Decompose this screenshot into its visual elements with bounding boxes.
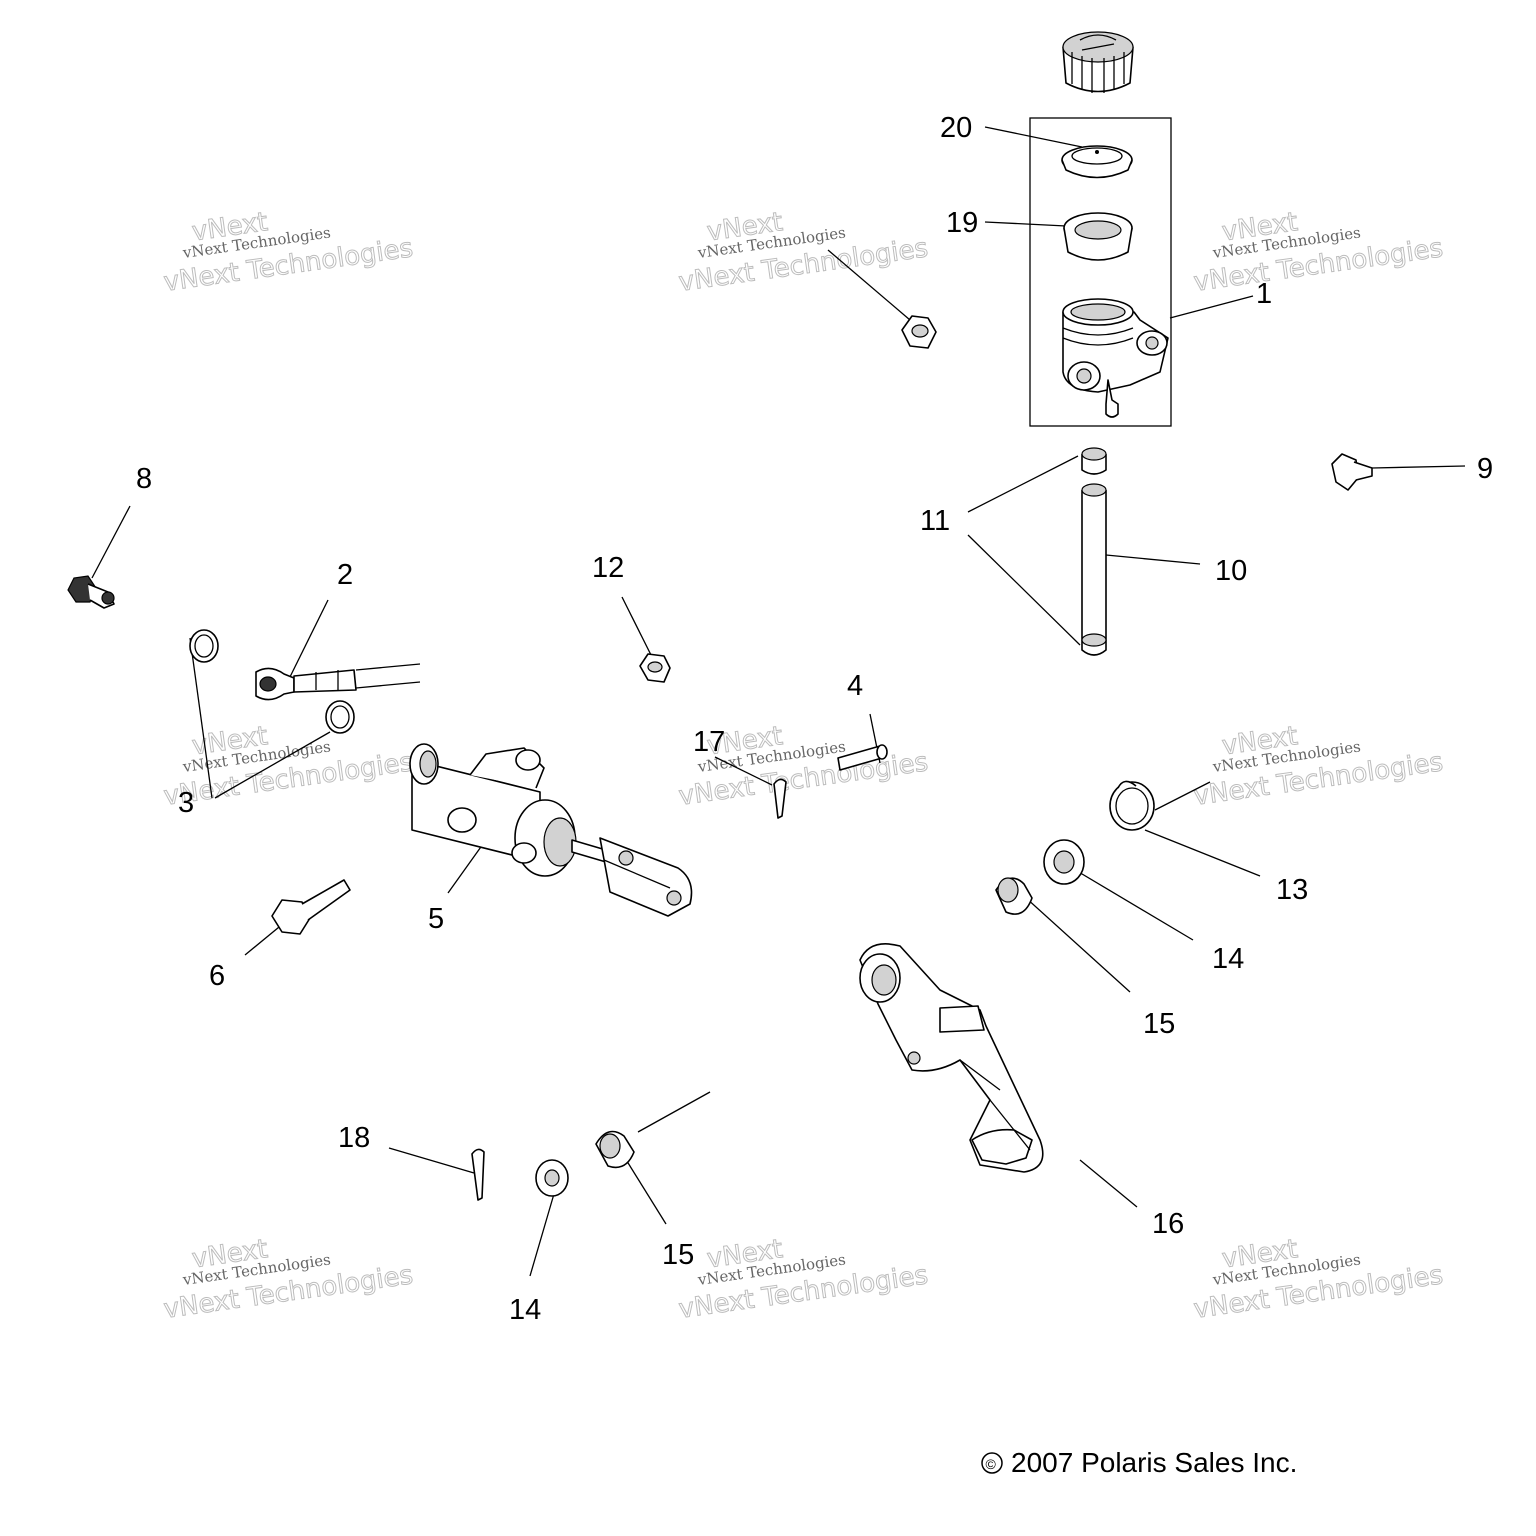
washer-14-lower — [535, 1159, 569, 1197]
callout-labels: 20 19 1 8 9 11 10 2 12 4 17 3 13 5 14 6 … — [136, 112, 1493, 1326]
pivot-pin — [1081, 483, 1107, 645]
watermark: vNext vNext Technologies vNext Technolog… — [676, 207, 930, 299]
brake-hose — [255, 663, 421, 701]
reservoir-diaphragm — [1061, 145, 1133, 179]
callout-label: 9 — [1477, 453, 1493, 485]
banjo-bolt-8 — [67, 575, 115, 609]
copyright-notice: © 2007 Polaris Sales Inc. — [981, 1447, 1297, 1478]
callout-label: 15 — [662, 1239, 694, 1271]
clevis-pin — [837, 744, 888, 771]
callout-label: 4 — [847, 670, 863, 702]
callout-label: 5 — [428, 903, 444, 935]
copyright-symbol: © — [986, 1456, 997, 1472]
sealing-washer-upper — [189, 629, 219, 663]
reservoir-cap — [1062, 31, 1134, 93]
callout-label: 13 — [1276, 874, 1308, 906]
reservoir-body — [1062, 298, 1169, 418]
brake-pedal — [859, 943, 1044, 1173]
callout-label: 16 — [1152, 1208, 1184, 1240]
callout-label: 15 — [1143, 1008, 1175, 1040]
reservoir-kit-frame — [1029, 117, 1172, 427]
watermark: vNext vNext Technologies vNext Technolog… — [161, 207, 415, 299]
callout-label: 3 — [178, 787, 194, 819]
sealing-washer-lower — [325, 700, 355, 734]
watermark: vNext vNext Technologies vNext Technolog… — [161, 721, 415, 813]
callout-label: 14 — [1212, 943, 1244, 975]
callout-label: 11 — [920, 505, 950, 537]
nut-12 — [639, 653, 671, 683]
cotter-pin-17 — [773, 778, 787, 819]
bolt-6 — [271, 879, 351, 935]
reservoir-plate — [1063, 212, 1133, 261]
callout-label: 14 — [509, 1294, 541, 1326]
callout-label: 1 — [1256, 278, 1272, 310]
watermark: vNext vNext Technologies vNext Technolog… — [1191, 207, 1445, 299]
cotter-pin-18 — [471, 1148, 485, 1201]
callout-label: 12 — [592, 552, 624, 584]
callout-label: 6 — [209, 960, 225, 992]
nut-7 — [901, 315, 937, 349]
bushing-bottom — [1081, 633, 1107, 656]
bushing-15-upper — [995, 877, 1033, 915]
watermark: vNext vNext Technologies vNext Technolog… — [1191, 721, 1445, 813]
washer-14-upper — [1043, 839, 1085, 885]
callout-label: 20 — [940, 112, 972, 144]
copyright-text: 2007 Polaris Sales Inc. — [1011, 1447, 1297, 1478]
bushing-top — [1081, 447, 1107, 475]
callout-label: 19 — [946, 207, 978, 239]
master-cylinder — [409, 743, 693, 917]
bushing-15-lower — [595, 1130, 635, 1169]
callout-label: 10 — [1215, 555, 1247, 587]
callout-label: 2 — [337, 559, 353, 591]
watermark: vNext vNext Technologies vNext Technolog… — [1191, 1234, 1445, 1326]
callout-label: 17 — [693, 726, 725, 758]
callout-label: 8 — [136, 463, 152, 495]
bolt-9 — [1331, 453, 1373, 491]
callout-label: 18 — [338, 1122, 370, 1154]
retaining-clip — [1109, 780, 1155, 831]
watermark: vNext vNext Technologies vNext Technolog… — [676, 1234, 930, 1326]
watermark: vNext vNext Technologies vNext Technolog… — [161, 1234, 415, 1326]
